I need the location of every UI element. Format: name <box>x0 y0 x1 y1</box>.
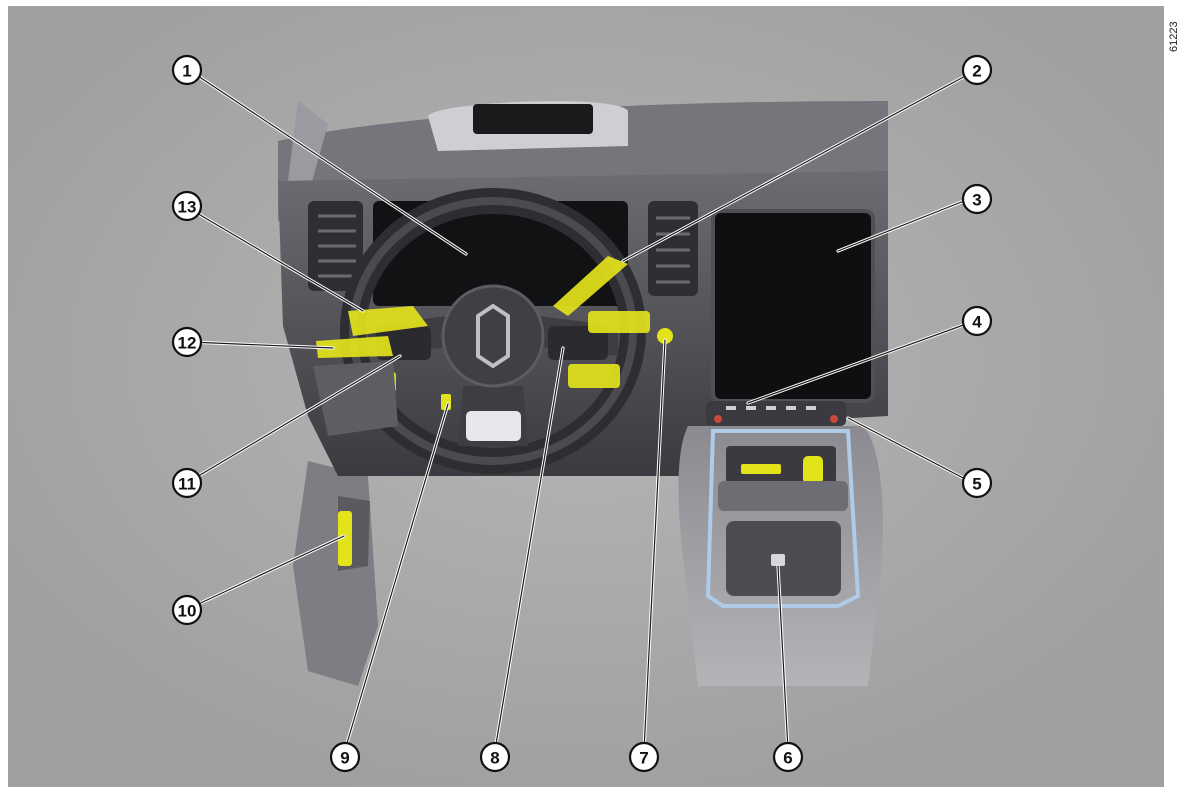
callout-7-label: 7 <box>639 749 648 768</box>
callout-6: 6 <box>772 741 804 773</box>
callout-8-label: 8 <box>490 749 499 768</box>
wheel-lower-insert <box>466 411 521 441</box>
lower-left-panel <box>313 361 398 436</box>
dashboard-drawing: 1 2 3 4 5 6 7 8 <box>8 6 1164 787</box>
callout-1-label: 1 <box>182 62 191 81</box>
multimedia-screen <box>711 209 875 403</box>
console-trim <box>705 429 861 608</box>
callout-6-label: 6 <box>783 749 792 768</box>
brand-logo-icon <box>476 303 510 369</box>
callout-11: 11 <box>171 467 203 499</box>
callout-8: 8 <box>479 741 511 773</box>
callout-2: 2 <box>961 54 993 86</box>
callout-9-label: 9 <box>340 749 349 768</box>
callout-5: 5 <box>961 467 993 499</box>
highlight-gearshift-stalk <box>568 364 620 388</box>
highlight-lever-10 <box>338 511 352 566</box>
callout-10-label: 10 <box>178 602 197 621</box>
callout-3: 3 <box>961 183 993 215</box>
highlight-right-stalk <box>553 256 628 316</box>
highlight-console-buttons <box>741 464 781 474</box>
figure-id-label: 61223 <box>1168 21 1180 53</box>
highlight-start-button <box>657 328 673 344</box>
callout-7: 7 <box>628 741 660 773</box>
highlight-wiper-stalk <box>588 311 650 333</box>
callout-9: 9 <box>329 741 361 773</box>
callout-leader-lines <box>188 72 971 752</box>
highlight-gear-selector <box>803 456 823 484</box>
dashboard-illustration: 1 2 3 4 5 6 7 8 <box>8 6 1164 787</box>
highlight-lighting-switch <box>316 336 393 358</box>
door-pillar <box>293 461 378 686</box>
callout-2-label: 2 <box>972 62 981 81</box>
hud-screen <box>473 104 593 134</box>
charging-icon <box>771 554 785 566</box>
callout-5-label: 5 <box>972 475 981 494</box>
callout-12: 12 <box>171 326 203 358</box>
callout-11-label: 11 <box>178 475 196 494</box>
wheel-hub <box>441 284 545 388</box>
callout-13-label: 13 <box>178 198 197 217</box>
callout-4-label: 4 <box>972 313 982 332</box>
callout-12-label: 12 <box>178 334 197 353</box>
console-armrest-lip <box>718 481 848 511</box>
callout-13: 13 <box>171 190 203 222</box>
callout-4: 4 <box>961 305 993 337</box>
highlight-left-stalk <box>348 306 428 336</box>
callout-1: 1 <box>171 54 203 86</box>
callout-3-label: 3 <box>972 191 981 210</box>
climate-controls <box>706 401 846 426</box>
callout-10: 10 <box>171 594 203 626</box>
